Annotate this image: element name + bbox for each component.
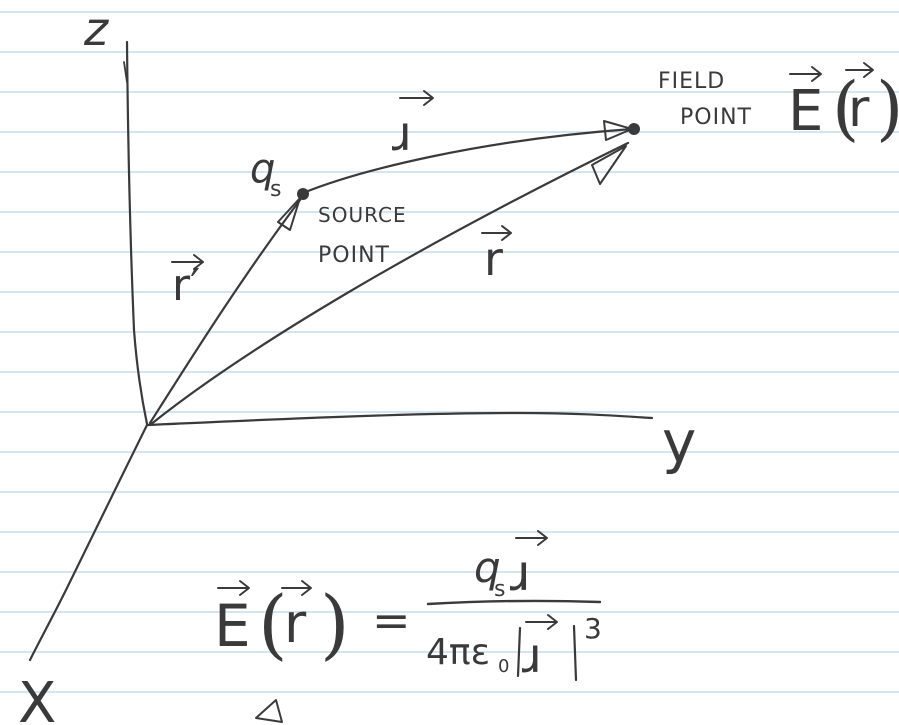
field-symbol-group: E ( r ) bbox=[788, 62, 899, 149]
field-position-label-group: r bbox=[481, 225, 512, 286]
separation-label-group: ɹ bbox=[392, 90, 434, 162]
charge-label: q bbox=[250, 146, 275, 192]
x-axis-label: X bbox=[18, 671, 56, 725]
source-point-label-line1: SOURCE bbox=[318, 203, 407, 227]
formula-numerator-charge-sub: s bbox=[494, 577, 505, 602]
formula-fraction-bar bbox=[426, 599, 602, 606]
source-position-label: r′ bbox=[172, 260, 200, 311]
field-symbol-arrow bbox=[789, 66, 822, 82]
formula-lhs-symbol: E bbox=[214, 592, 251, 660]
formula-denominator-eps-sub: 0 bbox=[498, 656, 509, 677]
y-axis bbox=[145, 411, 654, 427]
separation-label-arrow bbox=[399, 90, 434, 106]
field-position-label-arrow bbox=[481, 225, 512, 241]
formula-abs-left bbox=[516, 626, 522, 678]
formula-denominator-sep: ɹ bbox=[522, 628, 542, 684]
formula-lhs-argument-arrow bbox=[281, 580, 312, 596]
stray-triangle-mark bbox=[255, 699, 283, 723]
formula-numerator-charge: q bbox=[474, 543, 501, 592]
separation-label: ɹ bbox=[392, 106, 412, 162]
formula-numerator-sep: ɹ bbox=[510, 544, 531, 602]
field-point-label-line2: POINT bbox=[680, 105, 752, 130]
formula-denominator-prefix: 4πε bbox=[426, 632, 490, 673]
charge-label-group: q s bbox=[250, 146, 281, 202]
separation-arrowhead bbox=[603, 120, 633, 141]
source-position-label-arrow bbox=[171, 254, 204, 270]
formula-lhs-arrow bbox=[217, 580, 250, 596]
formula-exponent: 3 bbox=[584, 612, 602, 645]
field-argument: r bbox=[848, 79, 870, 139]
source-position-arrowhead bbox=[277, 197, 301, 231]
x-axis bbox=[28, 423, 149, 662]
field-right-paren: ) bbox=[876, 67, 899, 149]
field-position-label: r bbox=[484, 232, 503, 286]
source-position-vector bbox=[148, 198, 302, 425]
z-axis-label: z bbox=[83, 2, 109, 56]
formula-denominator-sep-arrow bbox=[525, 614, 558, 630]
z-axis-tick bbox=[123, 61, 128, 83]
formula-lhs-left-paren: ( bbox=[258, 579, 288, 668]
ruled-lines bbox=[0, 11, 899, 693]
y-axis-label: y bbox=[662, 408, 696, 476]
formula-numerator-sep-arrow bbox=[515, 530, 548, 546]
source-point-label-line2: POINT bbox=[318, 243, 390, 268]
charge-subscript: s bbox=[270, 177, 281, 202]
field-point-label-line1: FIELD bbox=[658, 69, 725, 94]
axes bbox=[28, 40, 654, 662]
z-axis bbox=[125, 40, 149, 426]
coulomb-formula: E ( r ) = q s ɹ 4πε 0 ɹ 3 bbox=[214, 530, 602, 684]
formula-abs-right bbox=[572, 624, 578, 682]
field-left-paren: ( bbox=[832, 67, 859, 149]
separation-vector bbox=[301, 127, 634, 195]
field-argument-arrow bbox=[845, 62, 874, 78]
field-point-dot bbox=[628, 123, 640, 135]
field-position-arrowhead bbox=[591, 145, 627, 185]
source-point-dot bbox=[297, 188, 309, 200]
formula-lhs-right-paren: ) bbox=[320, 579, 350, 668]
vectors bbox=[148, 120, 640, 427]
formula-lhs-argument: r bbox=[284, 592, 307, 655]
source-position-label-group: r′ bbox=[171, 254, 204, 311]
formula-equals: = bbox=[372, 593, 411, 647]
field-symbol: E bbox=[788, 79, 823, 144]
field-position-vector bbox=[148, 141, 630, 427]
